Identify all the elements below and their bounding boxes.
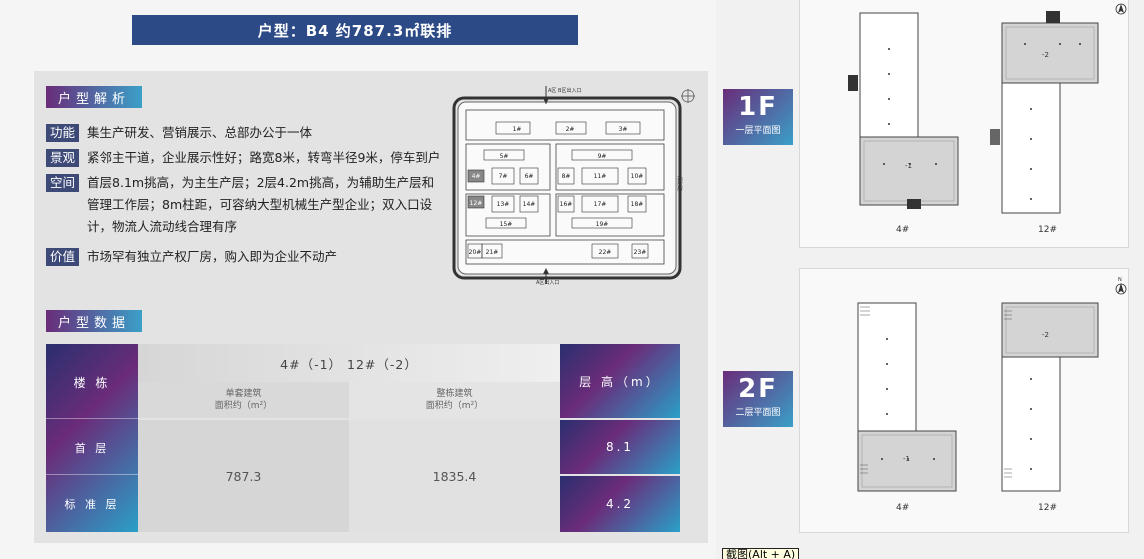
text-landscape: 紧邻主干道，企业展示性好；路宽8米，转弯半径9米，停车到户 — [87, 150, 441, 165]
lot-5: 5# — [500, 153, 509, 160]
lot-3: 3# — [619, 126, 628, 133]
analysis-row-function: 功能 集生产研发、营销展示、总部办公于一体 — [46, 124, 446, 144]
lot-20: 20# — [469, 249, 482, 256]
height-standard: 4.2 — [560, 476, 680, 532]
lot-4: 4# — [472, 173, 481, 180]
lot-16: 16# — [560, 201, 573, 208]
lot-1: 1# — [513, 126, 522, 133]
tag-function: 功能 — [46, 124, 80, 142]
lot-6: 6# — [525, 173, 534, 180]
entrance-bottom-label: A区出入口 — [536, 279, 559, 286]
floor-plan-2f: N -1 -2 4# 12# — [799, 268, 1129, 533]
unit-2f-right: -2 — [1042, 331, 1049, 339]
floor-1f-badge: 1F 一层平面图 — [723, 89, 793, 145]
lot-17: 17# — [594, 201, 607, 208]
lot-10: 10# — [631, 173, 644, 180]
unit-area-value: 787.3 — [138, 420, 349, 532]
unit-2f-left: -1 — [903, 455, 910, 463]
plan-1f-right-label: 12# — [1038, 225, 1057, 235]
lot-18: 18# — [631, 201, 644, 208]
lot-2: 2# — [566, 126, 575, 133]
lot-12: 12# — [470, 200, 483, 207]
header-unit-area: 单套建筑 面积约（m²） — [138, 382, 349, 418]
unit-1f-left: -1 — [905, 162, 912, 170]
screenshot-tooltip: 截图(Alt + A) — [722, 548, 800, 559]
floor-2f-title: 2F — [738, 374, 778, 404]
floor-1f-title: 1F — [738, 92, 778, 122]
floor-plan-1f: -1 -2 4# 12# — [799, 0, 1129, 248]
header-total-area: 整栋建筑 面积约（m²） — [349, 382, 560, 418]
lot-21: 21# — [486, 249, 499, 256]
row-label-standard: 标 准 层 — [64, 498, 120, 511]
lot-15: 15# — [500, 221, 513, 228]
plan-2f-right-label: 12# — [1038, 503, 1057, 513]
page-title: 户型：B4 约787.3㎡联排 — [132, 15, 578, 45]
row-label-first: 首 层 — [74, 442, 110, 455]
text-function: 集生产研发、营销展示、总部办公于一体 — [87, 125, 313, 140]
north-symbol: N — [1118, 277, 1122, 283]
site-plan-map: A区 B区出入口 A区出入口 规划路 1# 2# 3# 5# 9# 7# 6# — [452, 86, 695, 286]
plan-2f-left-label: 4# — [896, 503, 910, 513]
header-height: 层 高（m） — [560, 344, 680, 418]
lot-9: 9# — [598, 153, 607, 160]
height-first: 8.1 — [560, 420, 680, 474]
lot-7: 7# — [499, 173, 508, 180]
floor-2f-subtitle: 二层平面图 — [735, 408, 781, 418]
analysis-heading: 户型解析 — [46, 86, 143, 108]
lot-11: 11# — [594, 173, 607, 180]
lot-13: 13# — [497, 201, 510, 208]
tag-space: 空间 — [46, 174, 80, 192]
floor-2f-badge: 2F 二层平面图 — [723, 371, 793, 427]
building-column: 楼 栋 首 层 标 准 层 — [46, 344, 138, 532]
analysis-row-space: 空间 首层8.1m挑高，为主生产层；2层4.2m挑高，为辅助生产层和管理工作层；… — [46, 174, 446, 238]
lot-23: 23# — [634, 249, 647, 256]
lot-22: 22# — [599, 249, 612, 256]
unit-data-table: 楼 栋 首 层 标 准 层 4#（-1） 12#（-2） 单套建筑 面积约（m²… — [46, 344, 680, 532]
text-value: 市场罕有独立产权厂房，购入即为企业不动产 — [87, 249, 338, 264]
total-area-value: 1835.4 — [349, 420, 560, 532]
unit-1f-right: -2 — [1042, 51, 1049, 59]
tag-value: 价值 — [46, 248, 80, 266]
header-building: 楼 栋 — [73, 376, 111, 390]
analysis-row-value: 价值 市场罕有独立产权厂房，购入即为企业不动产 — [46, 248, 446, 268]
lot-19: 19# — [596, 221, 609, 228]
plan-1f-left-label: 4# — [896, 225, 910, 235]
entrance-top-label: A区 B区出入口 — [548, 87, 581, 94]
lot-8: 8# — [562, 173, 571, 180]
lot-14: 14# — [523, 201, 536, 208]
tag-landscape: 景观 — [46, 149, 80, 167]
units-header: 4#（-1） 12#（-2） — [138, 344, 560, 382]
floor-1f-subtitle: 一层平面图 — [735, 126, 781, 136]
road-label: 规划路 — [676, 176, 683, 191]
text-space: 首层8.1m挑高，为主生产层；2层4.2m挑高，为辅助生产层和管理工作层；8m柱… — [87, 175, 435, 234]
data-heading: 户型数据 — [46, 310, 143, 332]
analysis-row-landscape: 景观 紧邻主干道，企业展示性好；路宽8米，转弯半径9米，停车到户 — [46, 149, 446, 169]
